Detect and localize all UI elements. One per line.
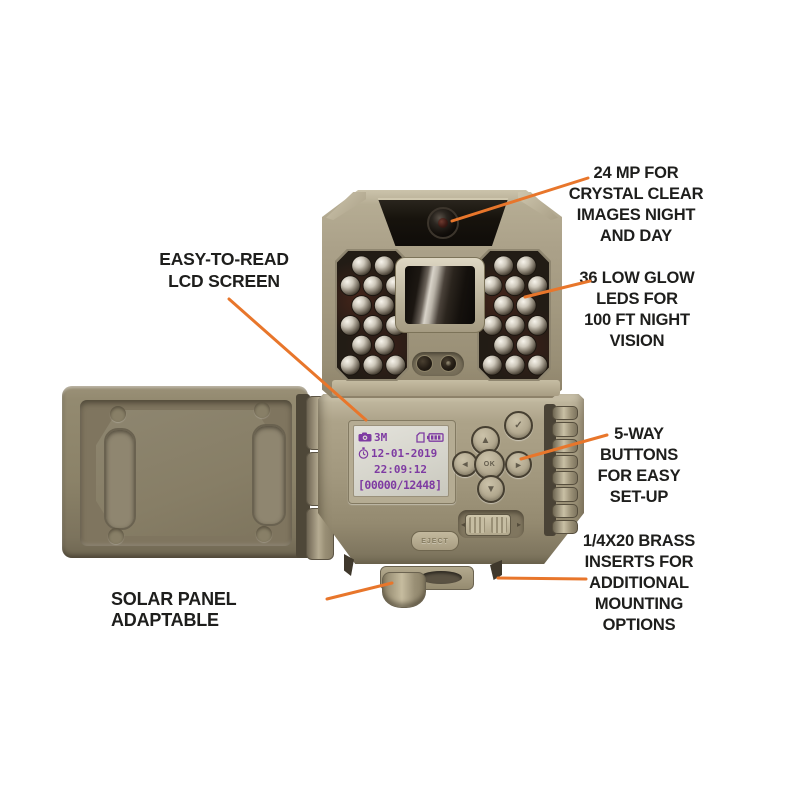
arrow-right-icon: ► <box>514 459 523 470</box>
camera-mode-icon <box>358 432 372 442</box>
front-bottom-bevel <box>332 380 560 396</box>
mount-bracket-hole <box>420 571 462 584</box>
indicator-sensor <box>440 355 457 372</box>
door-screw-boss <box>254 402 270 418</box>
lcd-resolution: 3M <box>374 430 388 444</box>
battery-icon <box>427 432 444 442</box>
slider-left-mark: ◂ <box>461 519 466 529</box>
pir-sensor-window <box>405 266 475 324</box>
down-button: ▼ <box>477 475 505 503</box>
mount-foot-right <box>490 560 502 580</box>
arrow-left-icon: ◄ <box>460 459 470 469</box>
led-array-right <box>477 249 551 381</box>
led-array-right-leds <box>481 255 549 376</box>
door-screw-boss <box>108 528 124 544</box>
eject-button: EJECT <box>411 531 459 551</box>
callout-lcd-screen: EASY-TO-READ LCD SCREEN <box>159 249 289 291</box>
slider-right-mark: ▸ <box>516 519 521 529</box>
callout-brass-inserts: 1/4X20 BRASS INSERTS FOR ADDITIONAL MOUN… <box>582 532 696 634</box>
lcd-date: 12-01-2019 <box>371 446 438 460</box>
sd-card-icon <box>416 431 425 443</box>
callout-leds: 36 LOW GLOW LEDS FOR 100 FT NIGHT VISION <box>579 269 695 350</box>
clock-icon <box>358 447 369 459</box>
eject-label: EJECT <box>421 537 449 545</box>
door-screw-boss <box>256 526 272 542</box>
lcd-screen: 3M <box>353 425 449 497</box>
ok-label: OK <box>483 461 496 468</box>
mount-foot-left <box>344 554 354 576</box>
power-slider-knob <box>465 514 511 536</box>
center-ok-button: OK <box>474 449 505 480</box>
arrow-down-icon: ▼ <box>486 483 496 495</box>
door-handle-slot-left <box>104 428 136 530</box>
door-handle-slot-right <box>252 424 286 526</box>
lcd-counter-row: [00000/12448] <box>358 477 444 493</box>
check-icon: ✓ <box>514 420 523 431</box>
lcd-frame-counter: [00000/12448] <box>358 478 442 492</box>
arrow-up-icon: ▲ <box>480 435 491 446</box>
callout-solar-panel: SOLAR PANEL ADAPTABLE <box>111 589 237 630</box>
tripod-mount-pedestal <box>382 572 426 608</box>
lcd-status-row: 3M <box>358 429 444 445</box>
lcd-date-row: 12-01-2019 <box>358 445 444 461</box>
right-button: ► <box>505 451 532 478</box>
door-screw-boss <box>110 406 126 422</box>
callout-5way-buttons: 5-WAY BUTTONS FOR EASY SET-UP <box>597 425 681 506</box>
knurled-latch <box>552 404 578 536</box>
lcd-time: 22:09:12 <box>374 462 427 476</box>
light-sensor <box>416 355 433 372</box>
camera-lens <box>427 207 459 239</box>
lcd-time-row: 22:09:12 <box>358 461 444 477</box>
callout-megapixels: 24 MP FOR CRYSTAL CLEAR IMAGES NIGHT AND… <box>568 164 704 245</box>
ok-check-button: ✓ <box>504 411 533 440</box>
